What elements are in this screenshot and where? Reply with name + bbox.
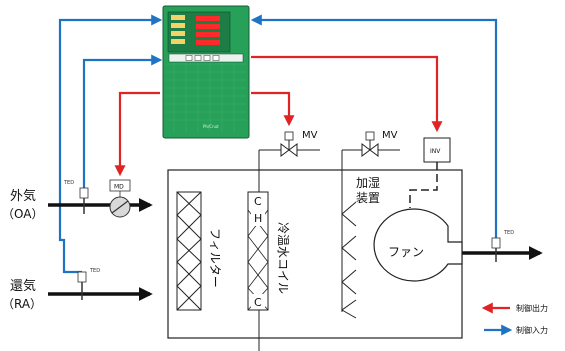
air-flow-arrows [48,198,543,301]
controller-button[interactable] [194,55,202,61]
oa-label: 外気 [10,188,36,204]
fan: ファン [373,208,463,282]
legend: 制御出力 制御入力 [481,302,548,336]
fan-label: ファン [388,245,424,259]
inverter: INV [409,137,451,208]
output-line-mv [251,91,295,127]
input-line-oa [82,54,163,188]
coil-top-h-label: H [254,212,262,225]
input-lines [58,14,498,274]
filter: フィルター [176,191,222,311]
ra-abbr-label: （RA） [2,297,42,311]
controller-digits [196,16,220,45]
controller-button[interactable] [203,55,211,61]
legend-output-label: 制御出力 [516,303,548,313]
controller-buttons [185,55,220,61]
humidifier-nozzles [341,201,357,319]
valve-mv-left-label: MV [302,130,318,141]
coil-label: 冷温水コイル [276,222,290,294]
motor-damper-label: MD [114,184,124,191]
input-line-sa [250,14,498,238]
sensor-oa: TED [63,180,89,214]
valve-mv-right-label: MV [382,130,398,141]
coil-top-c-label: C [254,195,262,208]
output-lines [114,55,443,177]
controller-button[interactable] [185,55,193,61]
controller-button[interactable] [212,55,220,61]
sensor-sa: TED [491,230,514,262]
output-line-inv [251,55,443,133]
controller-logo: Ph/Cnut [203,124,219,129]
input-line-ra [58,14,163,274]
sensor-ra-label: TED [89,268,100,274]
humidifier-label-1: 加湿 [356,175,380,190]
filter-label: フィルター [208,228,222,288]
valve-mv-right: MV [361,130,398,157]
output-line-damper [114,91,160,177]
oa-abbr-label: （OA） [2,207,43,221]
sensor-ra: TED [77,268,100,300]
legend-input-label: 制御入力 [516,325,548,335]
coil-bottom-c-label: C [254,296,262,309]
sensor-sa-label: TED [503,230,514,236]
ra-label: 還気 [10,278,36,294]
inverter-label: INV [430,148,441,155]
controller: Ph/Cnut [162,5,250,139]
valve-mv-left: MV [259,130,320,157]
coil: C H C 冷温水コイル [247,150,290,351]
sensor-oa-label: TED [63,180,74,186]
humidifier-label-2: 装置 [356,191,380,205]
motor-damper: MD [109,179,131,218]
controller-indicator-labels [171,15,185,44]
